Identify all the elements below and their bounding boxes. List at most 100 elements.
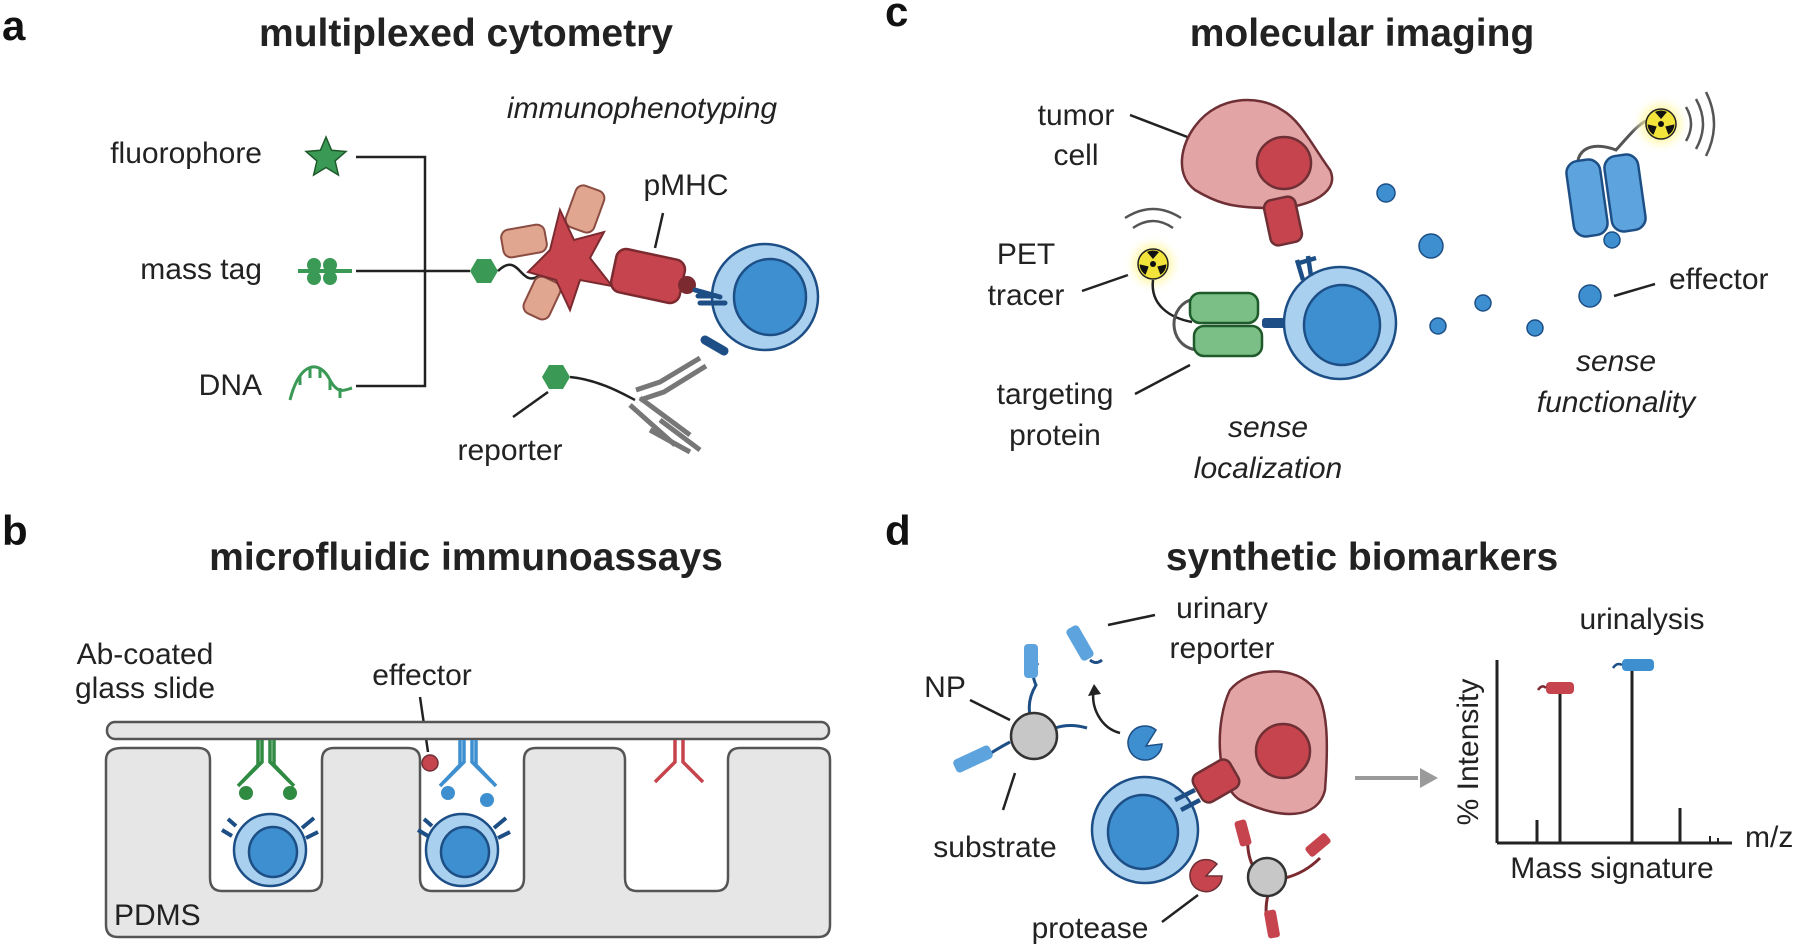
mass-tag-label: mass tag [140,253,262,286]
tag-hexagon-icon [470,259,498,283]
green-bead-2 [283,786,297,800]
peptide-dot [678,276,696,294]
tumor-receptor [1262,195,1304,247]
red-protease-icon [1189,858,1223,893]
dna-label: DNA [199,369,262,402]
nanoparticle [953,644,1088,773]
targeting-label-line2: protein [1009,419,1101,452]
green-bead-1 [239,786,253,800]
pet-signal-waves [1124,207,1182,230]
tumor-receptor-d [1191,758,1241,804]
cleavage-arrowhead [1088,684,1101,696]
sense-localization-line1: sense [1228,411,1308,444]
pet-label-line1: PET [997,238,1055,271]
urinary-reporter-line1: urinary [1176,592,1268,625]
effector-label-c: effector [1669,263,1769,296]
tcr-receptor [692,287,728,306]
t-cell-d [1090,775,1202,885]
t-cell-c [1282,255,1398,381]
red-effector-dot [421,754,439,772]
effector-leader-c [1613,282,1656,298]
tumor-cell-d [1218,670,1329,816]
reporter-leader [512,390,549,419]
blue-protease-icon [1127,725,1163,761]
linker-line [497,263,541,280]
blue-reporter-peak-marker [1622,659,1654,671]
pdms-chip [104,746,832,939]
pet-linker [1151,279,1193,324]
protease-label: protease [1032,912,1149,945]
cleavage-arrow [1091,689,1121,735]
blue-bead-1 [441,786,455,800]
sense-functionality-line1: sense [1576,345,1656,378]
y-axis-label: % Intensity [1452,679,1485,826]
red-nanoparticle [1234,819,1331,939]
panel-d-letter: d [885,507,911,554]
effector-dots [1376,183,1602,337]
radioactive-icon-2 [1645,108,1677,140]
panel-d-title: synthetic biomarkers [1166,536,1558,579]
panel-b-title: microfluidic immunoassays [209,536,723,579]
panel-a-letter: a [2,2,26,49]
blue-capture-antibody [438,740,498,788]
targeting-label-line1: targeting [997,378,1114,411]
streptavidin-multimer [500,184,615,321]
t-cell [710,242,820,352]
glass-slide [105,720,831,741]
red-reporter-peak-marker [1546,682,1574,694]
pmhc-leader [653,212,665,249]
sense-localization-line2: localization [1194,452,1342,485]
pmhc-label: pMHC [643,169,728,202]
panel-a-title: multiplexed cytometry [259,12,673,55]
glass-slide-label-line2: glass slide [75,672,215,705]
tumor-label-line2: cell [1053,139,1098,172]
process-arrowhead [1420,768,1438,788]
panel-c: c molecular imaging tumor cell PET trace… [885,0,1769,485]
green-capture-antibody [236,740,296,788]
x-axis-label: Mass signature [1510,852,1713,885]
red-capture-antibody [653,740,705,784]
substrate-label: substrate [933,831,1056,864]
pdms-label: PDMS [114,899,201,932]
pet-label-line2: tracer [988,279,1065,312]
np-leader [969,698,1011,722]
fluorophore-label: fluorophore [110,137,262,170]
well-1-cell [220,812,319,888]
fluorophore-star-icon [304,135,348,177]
blue-bead-2 [480,793,494,807]
reporter-label: reporter [457,434,562,467]
reporter-hexagon-icon [542,365,570,389]
free-reporter [1066,625,1094,661]
radioactive-icon [1137,248,1169,280]
glass-slide-label-line1: Ab-coated [77,638,214,671]
sense-functionality-line2: functionality [1537,386,1697,419]
substrate-leader [1001,772,1017,811]
panel-c-title: molecular imaging [1190,12,1535,55]
well-2-cell [416,812,511,888]
np-label: NP [924,671,966,704]
reporter-linker [569,375,636,402]
mass-spectrum-chart: % Intensity Mass signature m/z [1452,659,1793,885]
anti-reporter-antibody [628,335,729,455]
mass-tag-icon [298,258,352,285]
x-unit-label: m/z [1745,821,1793,854]
panel-c-letter: c [885,0,908,35]
tumor-leader [1129,113,1191,140]
panel-d: d synthetic biomarkers urinary reporter … [885,507,1793,945]
urinalysis-label: urinalysis [1579,603,1704,636]
panel-b: b microfluidic immunoassays Ab-coated gl… [2,507,832,939]
immunophenotyping-label: immunophenotyping [507,92,777,125]
panel-a: a multiplexed cytometry immunophenotypin… [2,2,820,467]
probe-signal-waves [1684,91,1716,157]
effector-label-b: effector [372,659,472,692]
protease-leader [1161,894,1199,923]
targeting-leader [1134,363,1191,396]
pmhc-molecule [609,247,687,305]
urinary-reporter-line2: reporter [1169,632,1274,665]
targeting-protein [1172,291,1288,358]
pet-leader [1081,273,1129,293]
tumor-label-line1: tumor [1038,99,1115,132]
tumor-cell [1180,98,1334,210]
urinary-leader [1107,613,1156,627]
